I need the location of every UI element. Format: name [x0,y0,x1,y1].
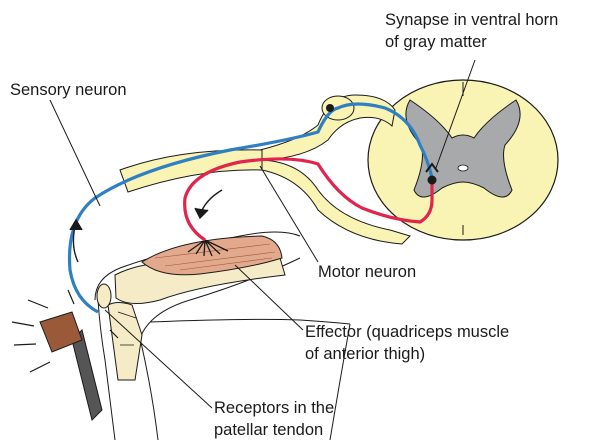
label-synapse-line1: Synapse in ventral horn [385,10,558,30]
sensory-cell-body [326,104,334,112]
motor-cell-body [428,176,437,185]
label-effector-line1: Effector (quadriceps muscle [305,322,509,342]
label-synapse-line2: of gray matter [385,32,487,52]
reflex-hammer [40,312,102,420]
spinal-nerve [120,95,410,244]
patella [97,284,111,308]
label-effector-line2: of anterior thigh) [305,344,425,364]
label-sensory-neuron: Sensory neuron [10,80,127,100]
label-motor-neuron: Motor neuron [318,262,416,282]
label-receptors-line2: patellar tendon [214,420,323,440]
label-receptors-line1: Receptors in the [214,398,334,418]
spinal-cord [368,80,558,240]
